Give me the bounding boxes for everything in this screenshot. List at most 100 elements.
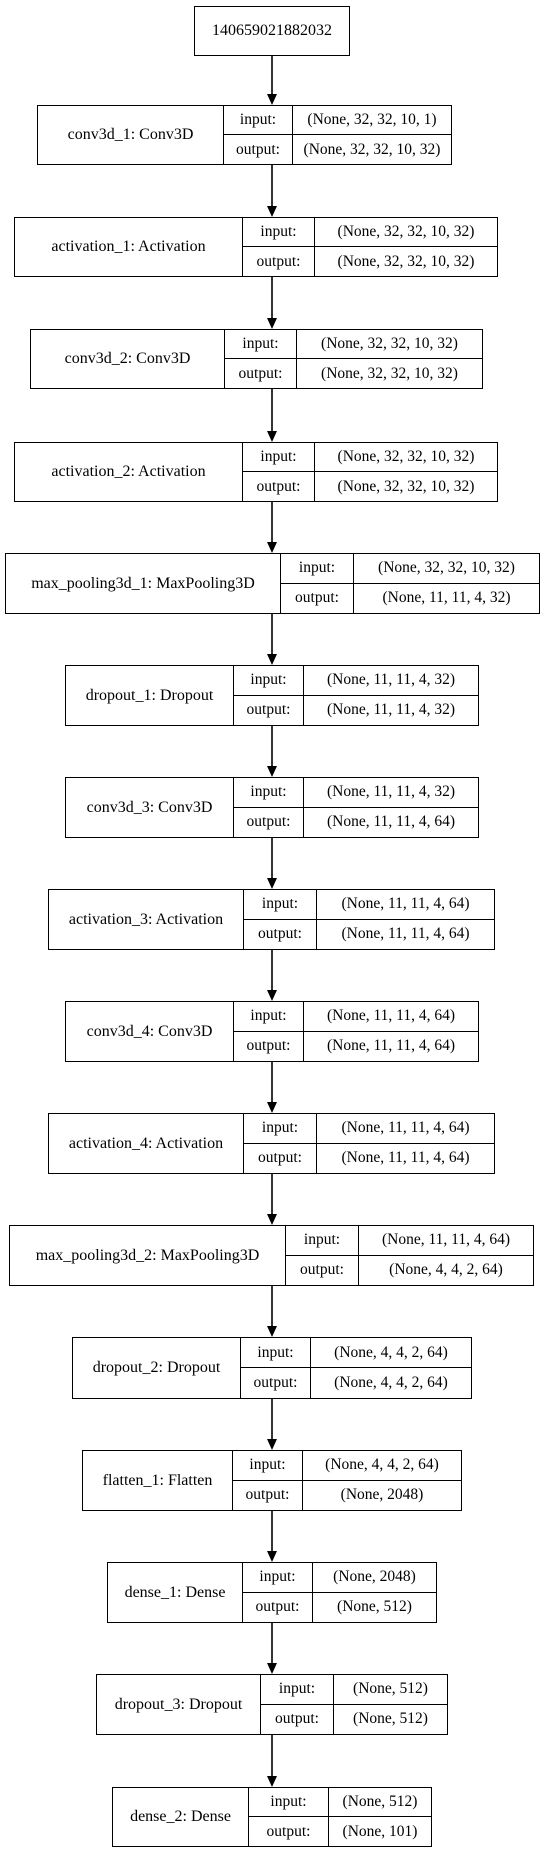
layer-name: max_pooling3d_2: MaxPooling3D (10, 1226, 286, 1285)
edge-arrowhead (267, 1326, 277, 1337)
input-label: input: (234, 778, 304, 808)
layer-name: dropout_3: Dropout (97, 1675, 261, 1734)
input-label: input: (244, 890, 317, 920)
layer-name: conv3d_1: Conv3D (38, 106, 224, 164)
output-label: output: (244, 919, 317, 949)
input-label: input: (249, 1788, 329, 1817)
edge-arrowhead (267, 1102, 277, 1113)
edge-arrowhead (267, 94, 277, 105)
input-shape: (None, 512) (334, 1675, 447, 1705)
edge-arrowhead (267, 1663, 277, 1674)
output-label: output: (281, 583, 354, 613)
output-shape: (None, 11, 11, 4, 64) (327, 813, 455, 831)
output-label: output: (241, 1368, 311, 1398)
layer-name: dense_2: Dense (113, 1788, 249, 1846)
input-shape: (None, 32, 32, 10, 32) (297, 330, 482, 359)
input-node: 140659021882032 (194, 6, 350, 56)
input-shape: (None, 4, 4, 2, 64) (303, 1451, 461, 1481)
output-shape: (None, 11, 11, 4, 64) (341, 925, 470, 943)
layer-name: conv3d_3: Conv3D (66, 778, 234, 837)
input-shape: (None, 2048) (313, 1563, 436, 1593)
layer-name: activation_1: Activation (15, 218, 243, 276)
output-label: output: (234, 695, 304, 725)
edge-arrowhead (267, 990, 277, 1001)
output-shape: (None, 11, 11, 4, 32) (382, 589, 511, 607)
edge-arrowhead (267, 1776, 277, 1787)
input-label: input: (224, 106, 293, 135)
edge-arrowhead (267, 654, 277, 665)
output-shape: (None, 2048) (340, 1486, 424, 1504)
output-label: output: (234, 1031, 304, 1061)
output-label: output: (261, 1704, 334, 1734)
output-shape: (None, 512) (337, 1598, 412, 1616)
output-shape: (None, 32, 32, 10, 32) (321, 364, 458, 382)
output-label: output: (233, 1480, 303, 1510)
layer-name: activation_4: Activation (49, 1114, 244, 1173)
input-node-label: 140659021882032 (212, 22, 332, 39)
input-shape: (None, 11, 11, 4, 64) (317, 1114, 494, 1144)
layer-name: dropout_2: Dropout (73, 1338, 241, 1398)
layer-name: activation_3: Activation (49, 890, 244, 949)
input-shape: (None, 11, 11, 4, 32) (304, 666, 478, 696)
layer-name: max_pooling3d_1: MaxPooling3D (6, 554, 281, 613)
output-label: output: (234, 807, 304, 837)
input-label: input: (234, 1002, 304, 1032)
output-shape: (None, 32, 32, 10, 32) (337, 252, 475, 270)
edge-arrowhead (267, 878, 277, 889)
input-label: input: (281, 554, 354, 584)
input-label: input: (243, 218, 315, 247)
edge-arrowhead (267, 1214, 277, 1225)
edge-arrowhead (267, 766, 277, 777)
input-label: input: (243, 1563, 313, 1593)
output-shape: (None, 32, 32, 10, 32) (337, 477, 475, 495)
layer-name: conv3d_4: Conv3D (66, 1002, 234, 1061)
edge-arrowhead (267, 318, 277, 329)
input-shape: (None, 11, 11, 4, 64) (304, 1002, 478, 1032)
edge-arrowhead (267, 1439, 277, 1450)
output-shape: (None, 32, 32, 10, 32) (303, 140, 441, 158)
output-shape: (None, 4, 4, 2, 64) (389, 1261, 503, 1279)
input-label: input: (261, 1675, 334, 1705)
output-label: output: (243, 472, 315, 501)
input-shape: (None, 32, 32, 10, 32) (354, 554, 539, 584)
input-label: input: (286, 1226, 359, 1256)
layer-name: dense_1: Dense (108, 1563, 243, 1622)
input-shape: (None, 512) (329, 1788, 431, 1817)
input-label: input: (244, 1114, 317, 1144)
input-shape: (None, 11, 11, 4, 64) (359, 1226, 533, 1256)
output-label: output: (243, 1592, 313, 1622)
input-shape: (None, 11, 11, 4, 32) (304, 778, 478, 808)
edge-arrowhead (267, 431, 277, 442)
output-label: output: (224, 135, 293, 164)
output-label: output: (249, 1817, 329, 1846)
input-shape: (None, 4, 4, 2, 64) (311, 1338, 471, 1368)
output-shape: (None, 11, 11, 4, 64) (327, 1037, 455, 1055)
input-shape: (None, 32, 32, 10, 32) (315, 218, 497, 247)
output-label: output: (286, 1255, 359, 1285)
input-label: input: (243, 443, 315, 472)
layer-name: flatten_1: Flatten (83, 1451, 233, 1510)
output-shape: (None, 11, 11, 4, 64) (341, 1149, 470, 1167)
input-label: input: (234, 666, 304, 696)
layer-name: conv3d_2: Conv3D (31, 330, 225, 388)
edge-arrowhead (267, 542, 277, 553)
output-shape: (None, 512) (353, 1710, 428, 1728)
